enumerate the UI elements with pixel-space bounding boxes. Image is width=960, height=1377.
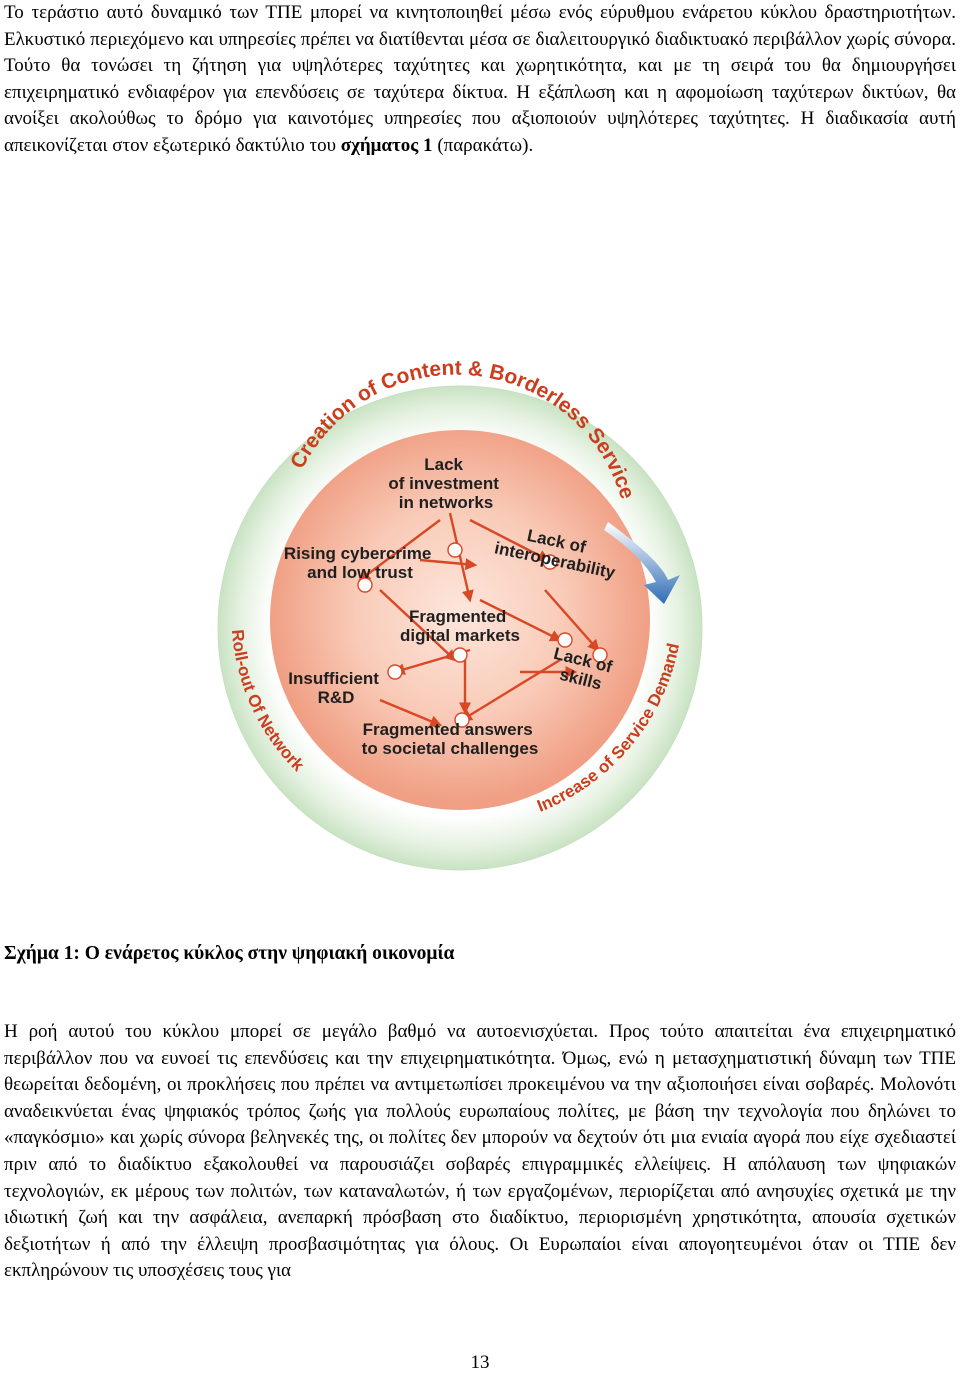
- node-lack-investment: Lack of investment in networks: [388, 455, 503, 512]
- body-paragraph: Η ροή αυτού του κύκλου μπορεί σε μεγάλο …: [4, 1021, 956, 1282]
- burst-markers: [357, 542, 608, 728]
- virtuous-cycle-figure: Creation of Content & Borderless Service…: [0, 0, 703, 871]
- node-rnd: Insufficient R&D: [288, 669, 383, 707]
- figure-reference: σχήματος 1: [340, 134, 433, 156]
- intro-tail: (παρακάτω).: [432, 134, 534, 156]
- intro-paragraph: Το τεράστιο αυτό δυναμικό των ΤΠΕ μπορεί…: [4, 0, 956, 160]
- page-number: 13: [470, 1352, 490, 1373]
- node-fragmented-markets: Fragmented digital markets: [400, 607, 520, 645]
- figure-caption: Σχήμα 1: Ο ενάρετος κύκλος στην ψηφιακή …: [4, 943, 455, 964]
- node-societal: Fragmented answers to societal challenge…: [362, 720, 539, 758]
- blue-cycle-arrow-icon: [604, 522, 680, 604]
- inner-core: [270, 430, 650, 810]
- node-cybercrime: Rising cybercrime and low trust: [284, 544, 436, 582]
- intro-text: Το τεράστιο αυτό δυναμικό των ΤΠΕ μπορεί…: [4, 2, 956, 156]
- problem-connectors: [358, 512, 600, 727]
